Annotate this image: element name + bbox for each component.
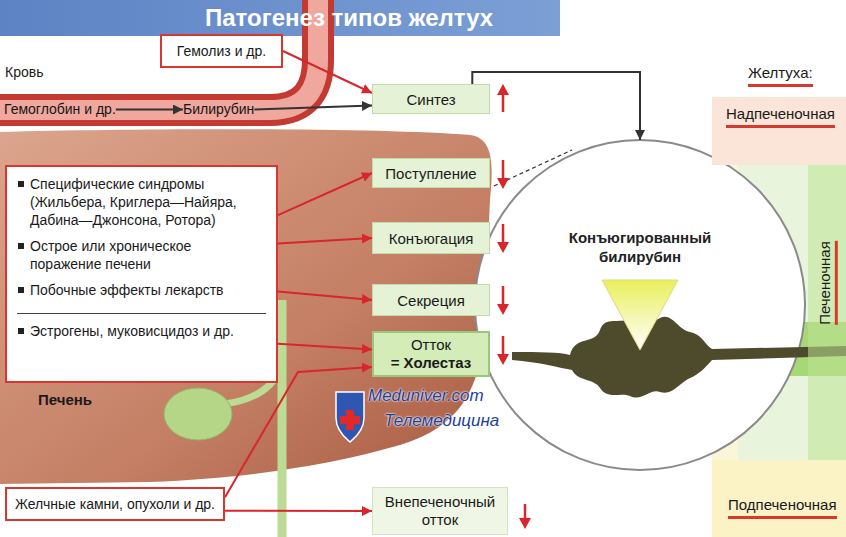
node-text: = Холестаз [391, 354, 472, 372]
arrow-connector [278, 291, 372, 300]
node-text: Надпеченочная [726, 105, 835, 128]
watermark: Телемедицина [384, 411, 499, 431]
organ-label: Печень [38, 391, 92, 408]
vessel-label: Билирубин [183, 101, 254, 118]
title-band [0, 0, 560, 36]
node-text: Поступление [385, 165, 476, 182]
down-arrow [502, 286, 505, 306]
down-arrow [502, 224, 505, 244]
list-item: Специфические синдромы (Жильбера, Кригле… [17, 175, 266, 229]
step-box: Внепеченочный отток [372, 487, 508, 535]
down-arrow-head [519, 518, 531, 529]
bilirubin-arrow [602, 280, 678, 350]
down-arrow [502, 336, 505, 356]
gallbladder [164, 388, 232, 440]
jaundice-band: Надпеченочная [712, 97, 846, 165]
node-text: Гемоглобин и др. [4, 101, 116, 118]
cause-list: Специфические синдромы (Жильбера, Кригле… [5, 165, 278, 383]
arrow-connector [254, 106, 372, 110]
cell-circle: Конъюгированный билирубин [475, 140, 805, 470]
cholestasis-box: Отток= Холестаз [372, 331, 490, 377]
node-text: Подпеченочная [728, 496, 837, 519]
heading-label: Желтуха: [748, 64, 813, 87]
up-arrow-head [497, 84, 509, 95]
region-label: Кровь [5, 64, 43, 80]
step-box: Секреция [372, 284, 490, 316]
hepatocyte-canaliculus [512, 316, 846, 397]
title-text: Патогенез типов желтух [205, 4, 493, 32]
node-text: Билирубин [183, 101, 254, 118]
cell-circle-outline [475, 140, 805, 470]
down-arrow-head [497, 354, 509, 365]
arrow-connector [278, 238, 372, 244]
step-box: Поступление [372, 158, 490, 188]
node-text: Секреция [397, 292, 465, 309]
jaundice-band: Печеночная [808, 165, 846, 460]
logo-shield [336, 392, 364, 442]
bile-duct [278, 300, 287, 537]
arrow-connector [225, 510, 372, 512]
node-text: Гемолиз и др. [177, 43, 266, 59]
down-arrow-head [497, 178, 509, 189]
node-text: Желчные камни, опухоли и др. [15, 496, 215, 512]
step-box: Синтез [372, 84, 490, 114]
arrow-connector [278, 173, 372, 215]
node-text: Внепеченочный отток [379, 493, 501, 529]
arrow-connector [116, 109, 183, 111]
list-item: Острое или хроническое поражение печени [17, 237, 266, 273]
down-arrow [524, 504, 527, 520]
cause-box: Гемолиз и др. [160, 34, 283, 68]
step-box: Конъюгация [372, 222, 490, 254]
arrow-connector [225, 367, 372, 497]
node-text: Печеночная [816, 241, 838, 325]
node-text: Конъюгированный билирубин [555, 228, 725, 266]
down-arrow-head [497, 304, 509, 315]
arrow-connector [278, 344, 372, 350]
liver-shape [0, 129, 492, 484]
list-item: Эстрогены, муковисцидоз и др. [17, 313, 266, 340]
vessel-label: Гемоглобин и др. [4, 101, 116, 118]
jaundice-band: Подпеченочная [712, 460, 846, 537]
list-item: Побочные эффекты лекарств [17, 281, 266, 299]
arrow-connector [472, 72, 640, 140]
down-arrow-head [497, 242, 509, 253]
change-arrows [497, 84, 531, 529]
node-text: Отток [411, 336, 451, 354]
watermark: Meduniver.com [368, 386, 484, 406]
down-arrow [502, 160, 505, 180]
cause-box: Желчные камни, опухоли и др. [5, 487, 225, 521]
arrow-connector [283, 51, 372, 93]
node-text: Синтез [406, 91, 455, 108]
logo-cross [340, 416, 360, 424]
node-text: Конъюгация [389, 230, 474, 247]
